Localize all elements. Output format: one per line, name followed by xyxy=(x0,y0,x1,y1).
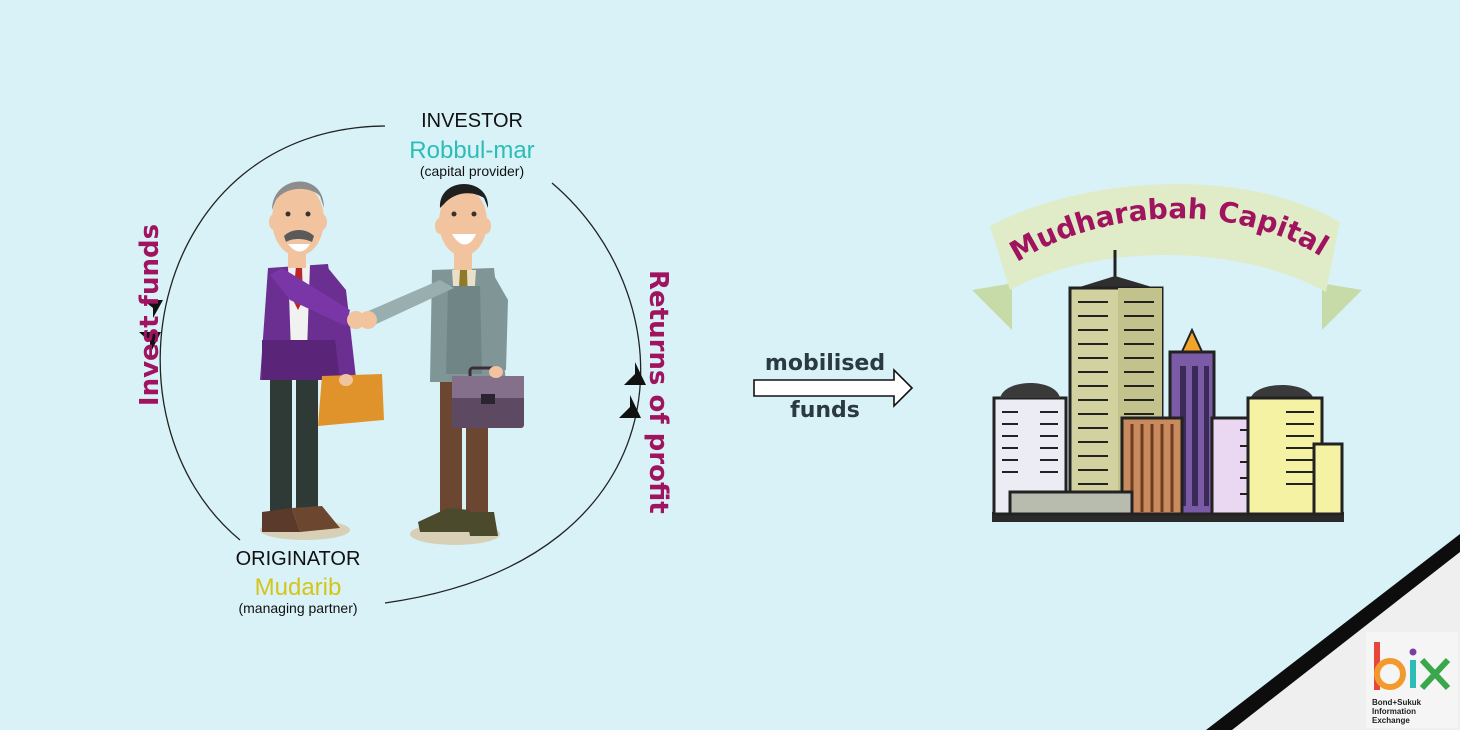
invest-arrow-icon xyxy=(139,300,163,354)
investor-name: Robbul-mar xyxy=(409,137,535,164)
logo-tagline-line-1: Bond+Sukuk xyxy=(1372,698,1422,707)
bix-logo xyxy=(1366,632,1458,728)
logo-tagline-line-2: Information xyxy=(1372,707,1416,716)
logo-tagline-line-3: Exchange xyxy=(1372,716,1410,725)
returns-arrow-icon xyxy=(619,362,646,418)
originator-figure xyxy=(260,181,384,532)
investor-figure xyxy=(359,184,524,536)
originator-role: ORIGINATOR xyxy=(235,548,361,570)
banner-ribbon: Mudharabah Capital xyxy=(972,183,1362,330)
cycle-arc-right xyxy=(384,182,642,604)
originator-description: (managing partner) xyxy=(238,600,358,616)
cycle-arc-left xyxy=(159,125,386,541)
city-buildings-illustration: Mudharabah Capital xyxy=(972,183,1362,522)
invest-funds-label: Invest funds xyxy=(135,223,165,407)
funds-label: funds xyxy=(790,398,860,423)
businessmen-handshake-illustration xyxy=(260,181,524,545)
mobilised-label: mobilised xyxy=(764,351,886,376)
originator-name: Mudarib xyxy=(254,574,342,601)
logo-tagline: Bond+Sukuk Information Exchange xyxy=(1372,698,1421,725)
returns-of-profit-label: Returns of profit xyxy=(643,270,673,514)
briefcase-icon xyxy=(452,366,524,428)
investor-description: (capital provider) xyxy=(419,163,525,179)
mobilised-funds-arrow-icon xyxy=(753,368,914,408)
investor-role: INVESTOR xyxy=(421,110,523,132)
